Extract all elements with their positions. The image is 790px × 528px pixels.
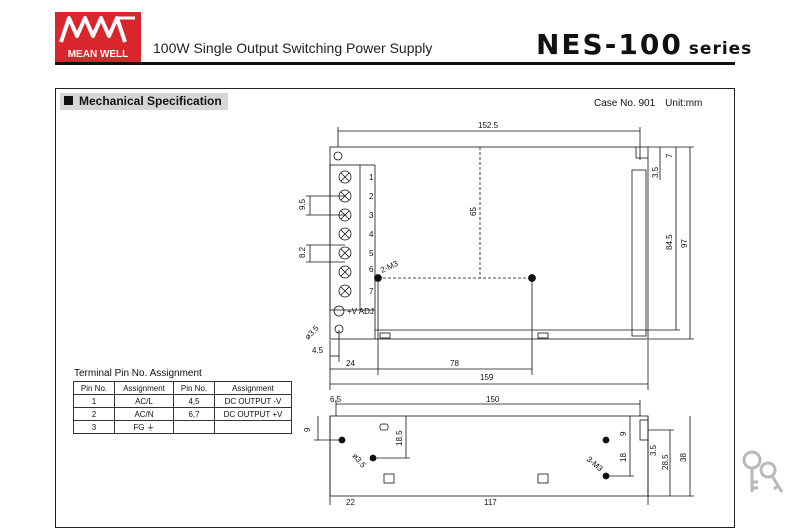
dim-9-right: 9	[619, 431, 628, 436]
dim-8-2: 8.2	[298, 246, 307, 258]
terminal-number: 3	[369, 211, 374, 220]
terminal-number: 2	[369, 192, 374, 201]
model-name: NES-100	[536, 28, 683, 61]
terminal-screws	[338, 170, 352, 298]
pin-table-title: Terminal Pin No. Assignment	[74, 368, 202, 379]
dim-18-5: 18.5	[395, 430, 404, 446]
table-cell: 1	[73, 394, 115, 408]
dim-97: 97	[680, 239, 689, 248]
table-cell: DC OUTPUT -V	[214, 394, 292, 408]
vadj-label: +V ADJ.	[347, 307, 376, 316]
dim-117: 117	[484, 498, 497, 505]
dim-7: 7	[665, 153, 674, 158]
square-bullet-icon	[64, 96, 73, 105]
terminal-pin-table: Pin No. Assignment Pin No. Assignment 1 …	[73, 381, 292, 434]
dim-38: 38	[679, 453, 688, 462]
table-cell	[214, 420, 292, 434]
side-hole-dia: ø3.5	[350, 452, 368, 470]
table-cell: 3	[73, 420, 115, 434]
case-info: Case No. 901 Unit:mm	[594, 98, 702, 109]
mechanical-drawing: 1 2 3 4 5 6 7 152.5 159 78 24 4.5 ø3.5 9…	[298, 121, 694, 505]
table-row: 2 AC/N 6,7 DC OUTPUT +V	[73, 407, 292, 421]
dim-4-5: 4.5	[312, 346, 324, 355]
dim-150: 150	[486, 395, 500, 404]
mount-label-3-m3: 3-M3	[585, 455, 605, 474]
case-number: Case No. 901	[594, 98, 656, 109]
terminal-number: 1	[369, 173, 374, 182]
table-header: Assignment	[114, 381, 174, 395]
table-row: 3 FG ⏚	[73, 420, 292, 434]
dim-24: 24	[346, 359, 355, 368]
table-header-row: Pin No. Assignment Pin No. Assignment	[73, 381, 292, 395]
dim-9-side: 9	[303, 427, 312, 432]
dim-6-5: 6.5	[330, 395, 342, 404]
table-header: Pin No.	[173, 381, 215, 395]
series-label: series	[688, 39, 753, 59]
dim-3-5-side: 3.5	[649, 444, 658, 456]
dim-152-5: 152.5	[478, 121, 499, 130]
table-row: 1 AC/L 4,5 DC OUTPUT -V	[73, 394, 292, 408]
table-cell: 4,5	[173, 394, 215, 408]
terminal-number: 7	[369, 287, 374, 296]
terminal-number: 5	[369, 249, 374, 258]
dim-65: 65	[469, 207, 478, 216]
table-cell: FG ⏚	[114, 420, 174, 434]
table-cell: 2	[73, 407, 115, 421]
mean-well-logo: MEAN WELL	[55, 12, 141, 62]
dim-84-5: 84.5	[665, 234, 674, 250]
unit-label: Unit:mm	[665, 98, 703, 109]
table-cell: AC/L	[114, 394, 174, 408]
terminal-block	[329, 164, 361, 311]
dim-18: 18	[619, 453, 628, 462]
table-header: Pin No.	[73, 381, 115, 395]
terminal-number: 4	[369, 230, 374, 239]
section-title: Mechanical Specification	[60, 93, 228, 110]
dim-22: 22	[346, 498, 355, 505]
table-cell: AC/N	[114, 407, 174, 421]
table-cell	[173, 420, 215, 434]
keys-icon[interactable]	[738, 448, 784, 503]
table-cell: 6,7	[173, 407, 215, 421]
dim-28-5: 28.5	[661, 454, 670, 470]
dim-hole-dia: ø3.5	[303, 323, 321, 341]
mount-label-2-m3: 2-M3	[379, 259, 400, 275]
dim-9-5: 9.5	[298, 198, 307, 210]
header-rule	[55, 62, 735, 65]
product-subtitle: 100W Single Output Switching Power Suppl…	[153, 40, 433, 56]
table-header: Assignment	[214, 381, 292, 395]
section-title-text: Mechanical Specification	[79, 94, 222, 108]
terminal-number: 6	[369, 265, 374, 274]
dim-159: 159	[480, 373, 494, 382]
logo-text: MEAN WELL	[67, 49, 129, 60]
table-cell: DC OUTPUT +V	[214, 407, 292, 421]
dim-78: 78	[450, 359, 459, 368]
dim-3-5: 3.5	[651, 166, 660, 178]
